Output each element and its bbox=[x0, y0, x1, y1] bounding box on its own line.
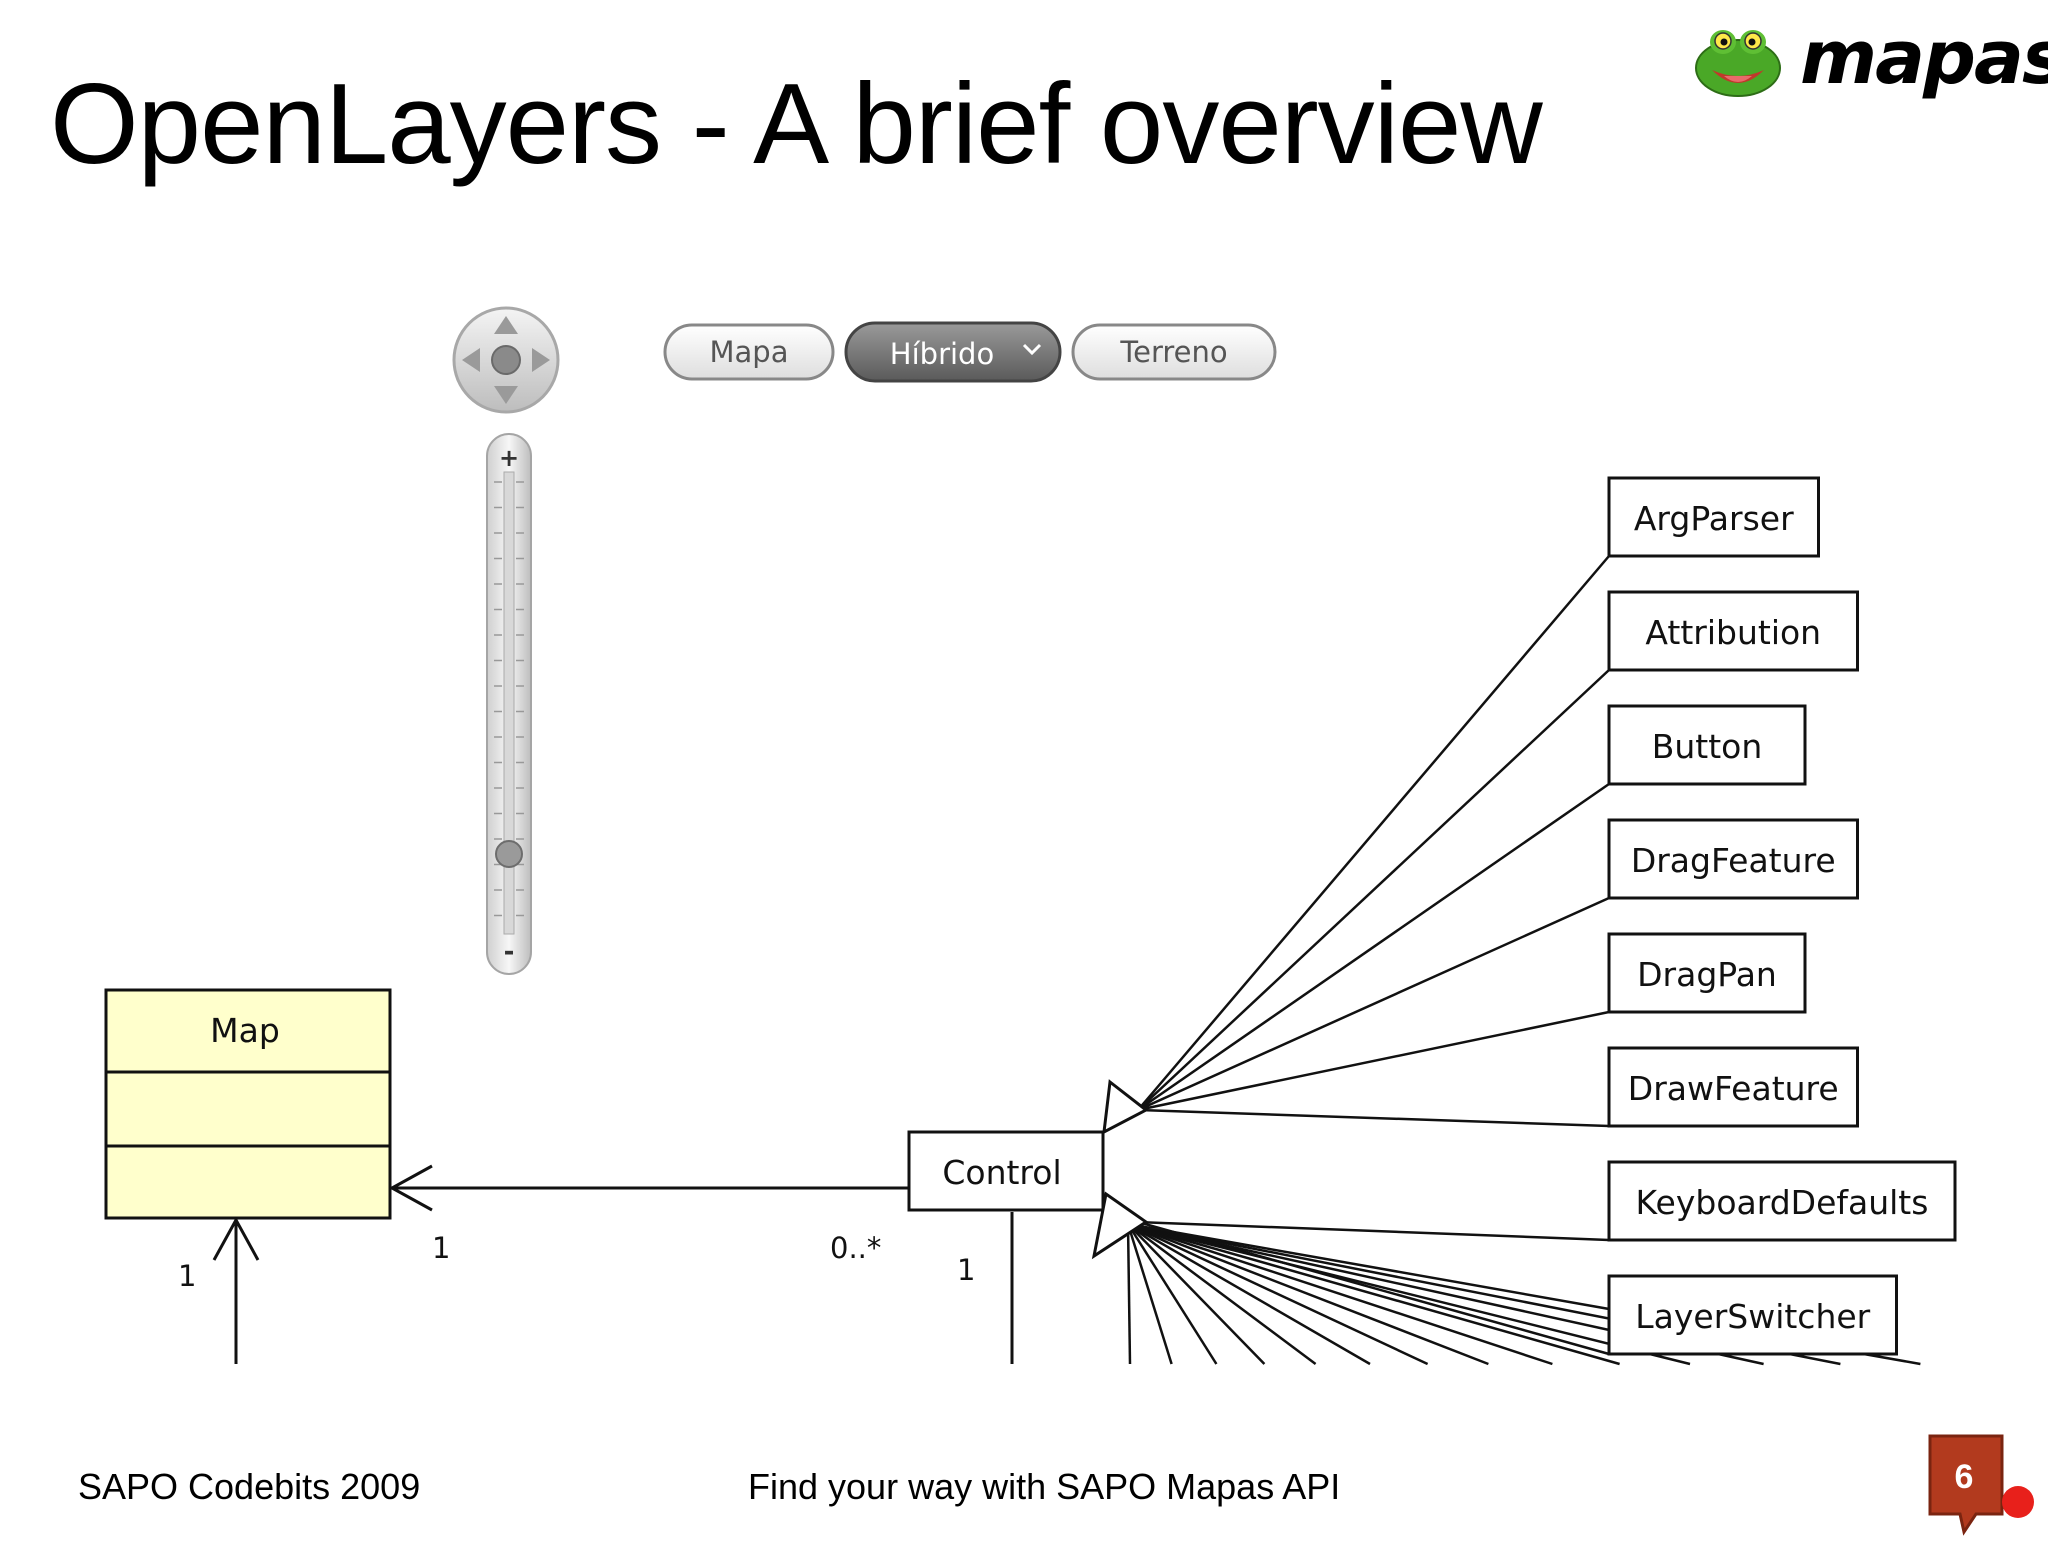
pan-control-icon[interactable] bbox=[452, 306, 560, 414]
subclass-name: Attribution bbox=[1645, 613, 1821, 652]
page-badge-icon bbox=[1928, 1434, 2034, 1536]
zoom-in-button[interactable]: + bbox=[499, 444, 519, 472]
page-number: 6 bbox=[1954, 1458, 1974, 1496]
inheritance-line bbox=[1137, 1108, 1610, 1128]
multiplicity-map-end: 1 bbox=[432, 1231, 450, 1265]
map-class-box: Map bbox=[104, 988, 392, 1220]
map-type-button-mapa[interactable]: Mapa bbox=[663, 323, 835, 381]
zoom-out-button[interactable]: - bbox=[504, 937, 515, 967]
inheritance-lines bbox=[1091, 555, 1921, 1366]
footer-event: SAPO Codebits 2009 bbox=[78, 1466, 421, 1507]
subclass-argparser: ArgParser bbox=[1607, 476, 1820, 558]
inheritance-line bbox=[1127, 1222, 1317, 1366]
inheritance-line bbox=[1137, 1220, 1610, 1242]
subclass-box bbox=[1607, 476, 1820, 558]
inheritance-line bbox=[1127, 1222, 1620, 1366]
inheritance-line bbox=[1137, 669, 1610, 1111]
footer-talk-title: Find your way with SAPO Mapas API bbox=[748, 1466, 1341, 1507]
inheritance-line bbox=[1126, 1223, 1218, 1365]
subclass-name: DrawFeature bbox=[1628, 1069, 1839, 1108]
map-type-button-terreno[interactable]: Terreno bbox=[1071, 323, 1277, 381]
subclass-drawfeature: DrawFeature bbox=[1607, 1046, 1859, 1128]
inheritance-line bbox=[1127, 1222, 1489, 1366]
inheritance-line bbox=[1126, 1223, 1173, 1365]
frog-logo-icon bbox=[1695, 30, 1781, 97]
page-badge: 6 bbox=[1926, 1432, 2038, 1536]
subclass-button: Button bbox=[1607, 704, 1807, 786]
subclass-box bbox=[1607, 1160, 1957, 1242]
subclass-box bbox=[1607, 818, 1859, 900]
subclass-layerswitcher: LayerSwitcher bbox=[1607, 1274, 1898, 1356]
inheritance-line bbox=[1127, 1222, 1691, 1366]
control-class-box: Control bbox=[907, 1130, 1105, 1212]
subclass-box bbox=[1607, 590, 1859, 672]
multiplicity-control-end: 0..* bbox=[830, 1231, 881, 1265]
subclass-box bbox=[1607, 1046, 1859, 1128]
subclass-name: LayerSwitcher bbox=[1635, 1297, 1870, 1336]
zoom-slider-handle[interactable] bbox=[495, 840, 523, 868]
subclass-attribution: Attribution bbox=[1607, 590, 1859, 672]
subclass-name: DragFeature bbox=[1631, 841, 1836, 880]
subclass-dragpan: DragPan bbox=[1607, 932, 1807, 1014]
generalization-arrowhead bbox=[1091, 1191, 1149, 1260]
map-type-button-hibrido[interactable]: Híbrido bbox=[844, 321, 1062, 383]
map-type-buttons: Mapa Híbrido Terreno bbox=[663, 321, 1277, 383]
inheritance-line bbox=[1127, 1222, 1429, 1366]
subclass-keyboarddefaults: KeyboardDefaults bbox=[1607, 1160, 1957, 1242]
subclass-name: DragPan bbox=[1637, 955, 1777, 994]
zoom-slider[interactable]: + - bbox=[486, 433, 532, 975]
map-type-label: Terreno bbox=[1119, 335, 1227, 369]
inheritance-line bbox=[1137, 555, 1610, 1111]
slide-title: OpenLayers - A brief overview bbox=[50, 61, 1543, 188]
subclass-name: KeyboardDefaults bbox=[1636, 1183, 1929, 1222]
mapas-logo: mapas bbox=[1690, 14, 2048, 104]
subclass-name: ArgParser bbox=[1634, 499, 1794, 538]
chevron-down-icon bbox=[1022, 343, 1042, 356]
control-class-name: Control bbox=[942, 1153, 1061, 1192]
inheritance-line bbox=[1126, 1223, 1132, 1365]
inheritance-line bbox=[1137, 896, 1610, 1112]
association-map-bottom bbox=[212, 1216, 260, 1364]
subclass-boxes: ArgParserAttributionButtonDragFeatureDra… bbox=[1607, 476, 1957, 1356]
inheritance-line bbox=[1127, 1222, 1553, 1366]
zoom-ticks bbox=[494, 481, 524, 917]
subclass-dragfeature: DragFeature bbox=[1607, 818, 1859, 900]
subclass-box bbox=[1607, 704, 1807, 786]
inheritance-line bbox=[1137, 782, 1610, 1112]
map-class-name: Map bbox=[210, 1011, 280, 1050]
subclass-name: Button bbox=[1652, 727, 1763, 766]
subclass-box bbox=[1607, 932, 1807, 1014]
association-control-map bbox=[388, 1164, 909, 1212]
inheritance-line bbox=[1127, 1223, 1266, 1365]
map-type-label: Mapa bbox=[710, 335, 789, 369]
inheritance-line bbox=[1127, 1222, 1371, 1366]
logo-wordmark: mapas bbox=[1800, 15, 2048, 101]
map-type-label: Híbrido bbox=[890, 337, 994, 371]
multiplicity-map-bottom: 1 bbox=[178, 1259, 196, 1293]
subclass-box bbox=[1607, 1274, 1898, 1356]
generalization-arrowhead bbox=[1102, 1079, 1149, 1135]
inheritance-line bbox=[1137, 1010, 1610, 1112]
multiplicity-control-bottom: 1 bbox=[957, 1253, 975, 1287]
